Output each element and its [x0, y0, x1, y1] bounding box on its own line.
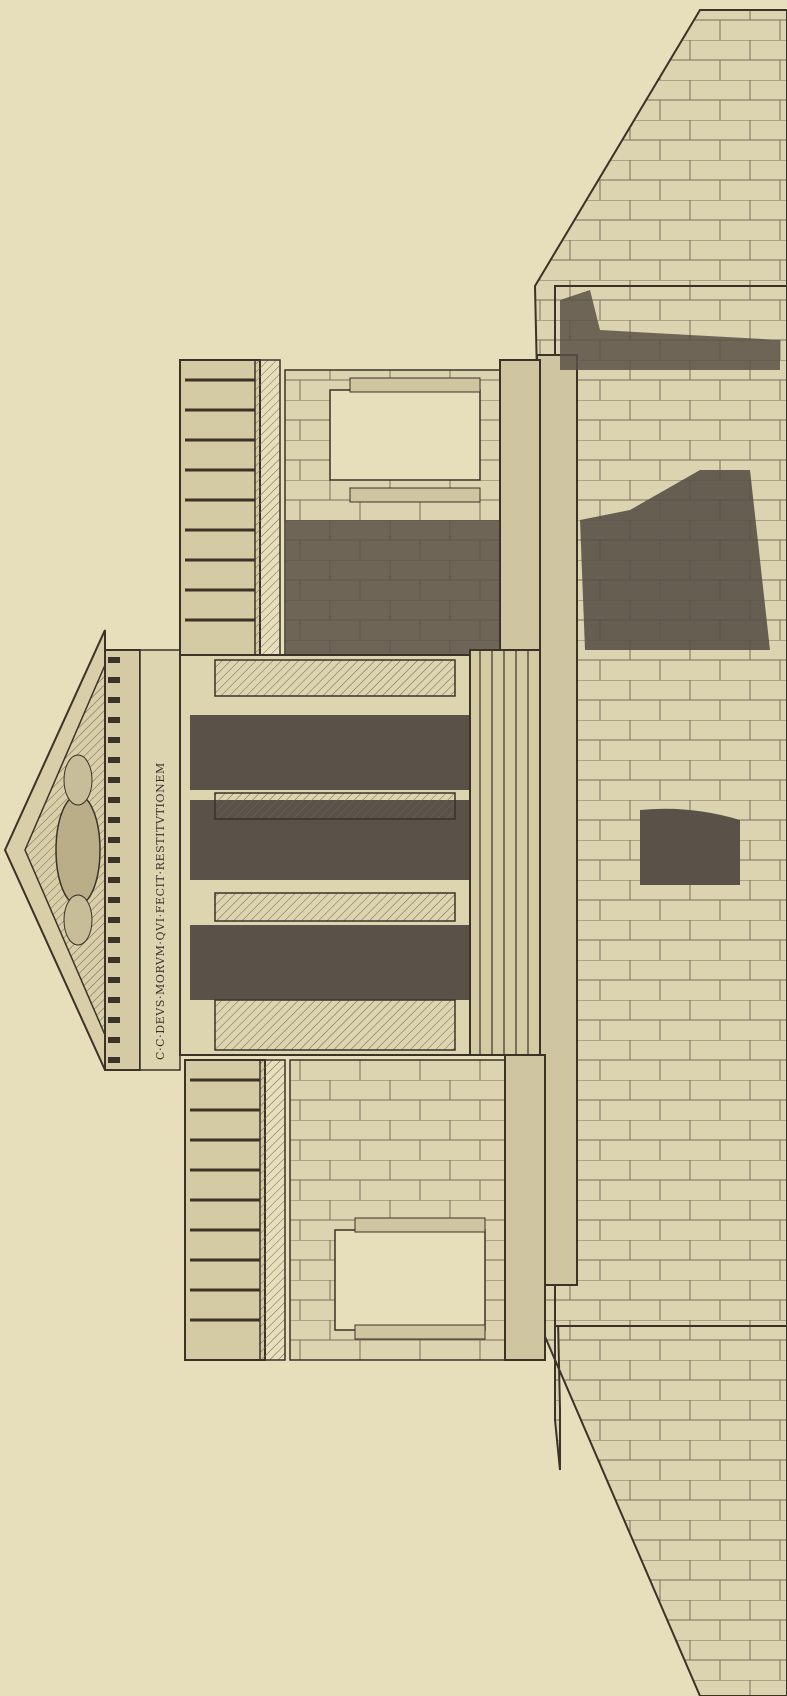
- portico: [179, 654, 471, 1056]
- frieze: [104, 649, 181, 1071]
- podium-shadows: [560, 290, 780, 885]
- upper-wing-base: [499, 359, 541, 651]
- upper-wing-shadow: [285, 520, 500, 660]
- upper-wing-cornice: [179, 359, 281, 661]
- frieze-inscription: C·C·DEVS·MORVM·QVI·FECIT·RESTITVTIONEM: [154, 762, 167, 1060]
- upper-wing-columns: [329, 377, 481, 503]
- stylobate-steps: [469, 649, 541, 1056]
- lower-wing-cornice: [184, 1059, 286, 1361]
- pediment: [3, 629, 106, 1071]
- lower-wing-columns: [334, 1217, 486, 1340]
- lower-wing-base: [504, 1054, 546, 1361]
